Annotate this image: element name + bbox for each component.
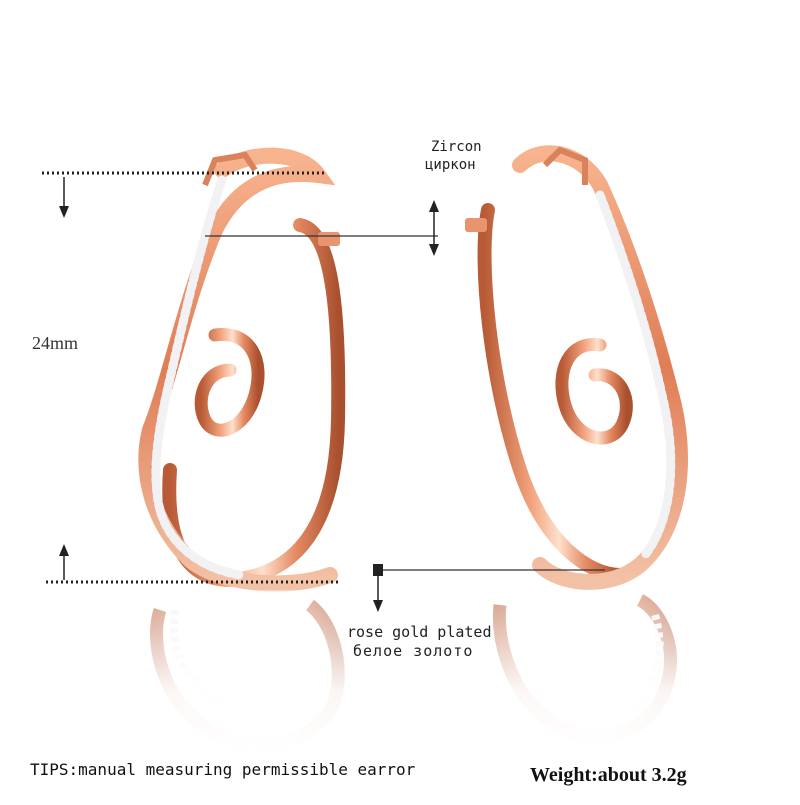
tips-text: TIPS:manual measuring permissible earror [30,760,416,779]
stone-label-ru: циркон [425,157,476,173]
earring-reflection [120,590,720,760]
stone-label: Zircon циркон [425,138,482,174]
arrow-down-icon [373,600,383,612]
size-label: 24mm [32,333,79,353]
material-label-en: rose gold plated [347,623,492,641]
weight-text: Weight:about 3.2g [530,764,687,786]
arrow-up-icon [59,544,69,556]
arrow-down-icon [429,244,439,256]
left-earring [138,147,346,592]
arrow-down-icon [59,206,69,218]
zircon-row-icon [151,175,245,580]
stone-label-en: Zircon [431,139,482,155]
right-earring [465,145,688,590]
measurement-guides [42,171,605,612]
zircon-row-icon [595,190,676,560]
arrow-up-icon [429,200,439,212]
material-label-ru: белое золото [353,642,474,660]
material-label: rose gold plated белое золото [347,623,492,661]
